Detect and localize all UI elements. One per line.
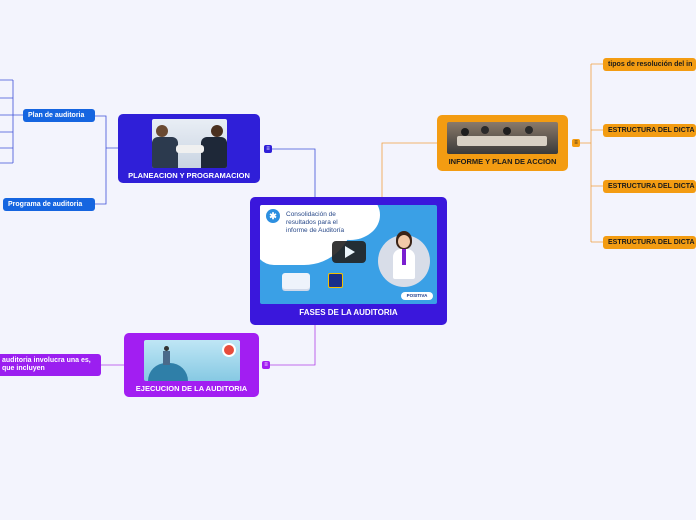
play-icon[interactable] [332,241,366,263]
link-planeacion-children [95,115,118,205]
ejecucion-label: EJECUCION DE LA AUDITORIA [135,384,248,393]
meeting-image [447,122,558,154]
estructura-dictamen-node-1[interactable]: ESTRUCTURA DEL DICTA [603,124,696,137]
video-caption: Consolidación de resultados para el info… [286,211,345,234]
link-central-informe [381,142,437,197]
video-thumbnail[interactable]: ✱ Consolidación de resultados para el in… [260,205,437,304]
link-central-planeacion [272,148,316,197]
informe-label: INFORME Y PLAN DE ACCION [448,157,557,166]
central-node[interactable]: ✱ Consolidación de resultados para el in… [250,197,447,325]
informe-node[interactable]: INFORME Y PLAN DE ACCION [437,115,568,171]
handshake-image [152,119,227,168]
archer-image [144,340,240,381]
plan-de-auditoria-node[interactable]: Plan de auditoria [23,109,95,122]
floppy-disk-icon [328,273,343,288]
tipos-resolucion-node[interactable]: tipos de resolución del in [603,58,696,71]
ejecucion-node[interactable]: EJECUCION DE LA AUDITORIA [124,333,259,397]
lightbulb-icon: ✱ [266,209,280,223]
woman-avatar-icon [391,231,417,291]
central-label: FASES DE LA AUDITORIA [299,308,398,317]
link-informe-children [580,63,603,243]
ejecucion-child-node[interactable]: auditoria involucra una es, que incluyen [0,354,101,376]
brand-badge: POSITIVA [401,292,433,300]
informe-menu-icon[interactable]: ≡ [572,139,580,147]
planeacion-menu-icon[interactable]: ≡ [264,145,272,153]
link-plan-subbranches [0,79,23,164]
programa-de-auditoria-node[interactable]: Programa de auditoria [3,198,95,211]
estructura-dictamen-node-2[interactable]: ESTRUCTURA DEL DICTA [603,180,696,193]
planeacion-node[interactable]: PLANEACION Y PROGRAMACION [118,114,260,183]
estructura-dictamen-node-3[interactable]: ESTRUCTURA DEL DICTA [603,236,696,249]
documents-icon [282,273,310,289]
ejecucion-menu-icon[interactable]: ≡ [262,361,270,369]
planeacion-label: PLANEACION Y PROGRAMACION [128,171,250,180]
link-central-ejecucion [270,325,316,366]
